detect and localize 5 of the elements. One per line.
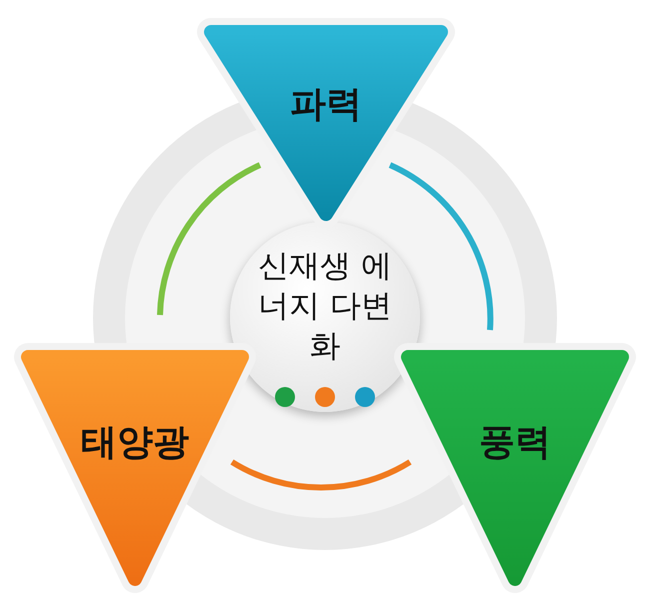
panel-label: 태양광 — [80, 421, 190, 465]
center-label: 신재생 에너지 다변화 — [257, 247, 393, 366]
panel-label: 풍력 — [478, 421, 552, 465]
panel-label: 파력 — [289, 83, 363, 127]
triangle-panel — [392, 343, 638, 593]
